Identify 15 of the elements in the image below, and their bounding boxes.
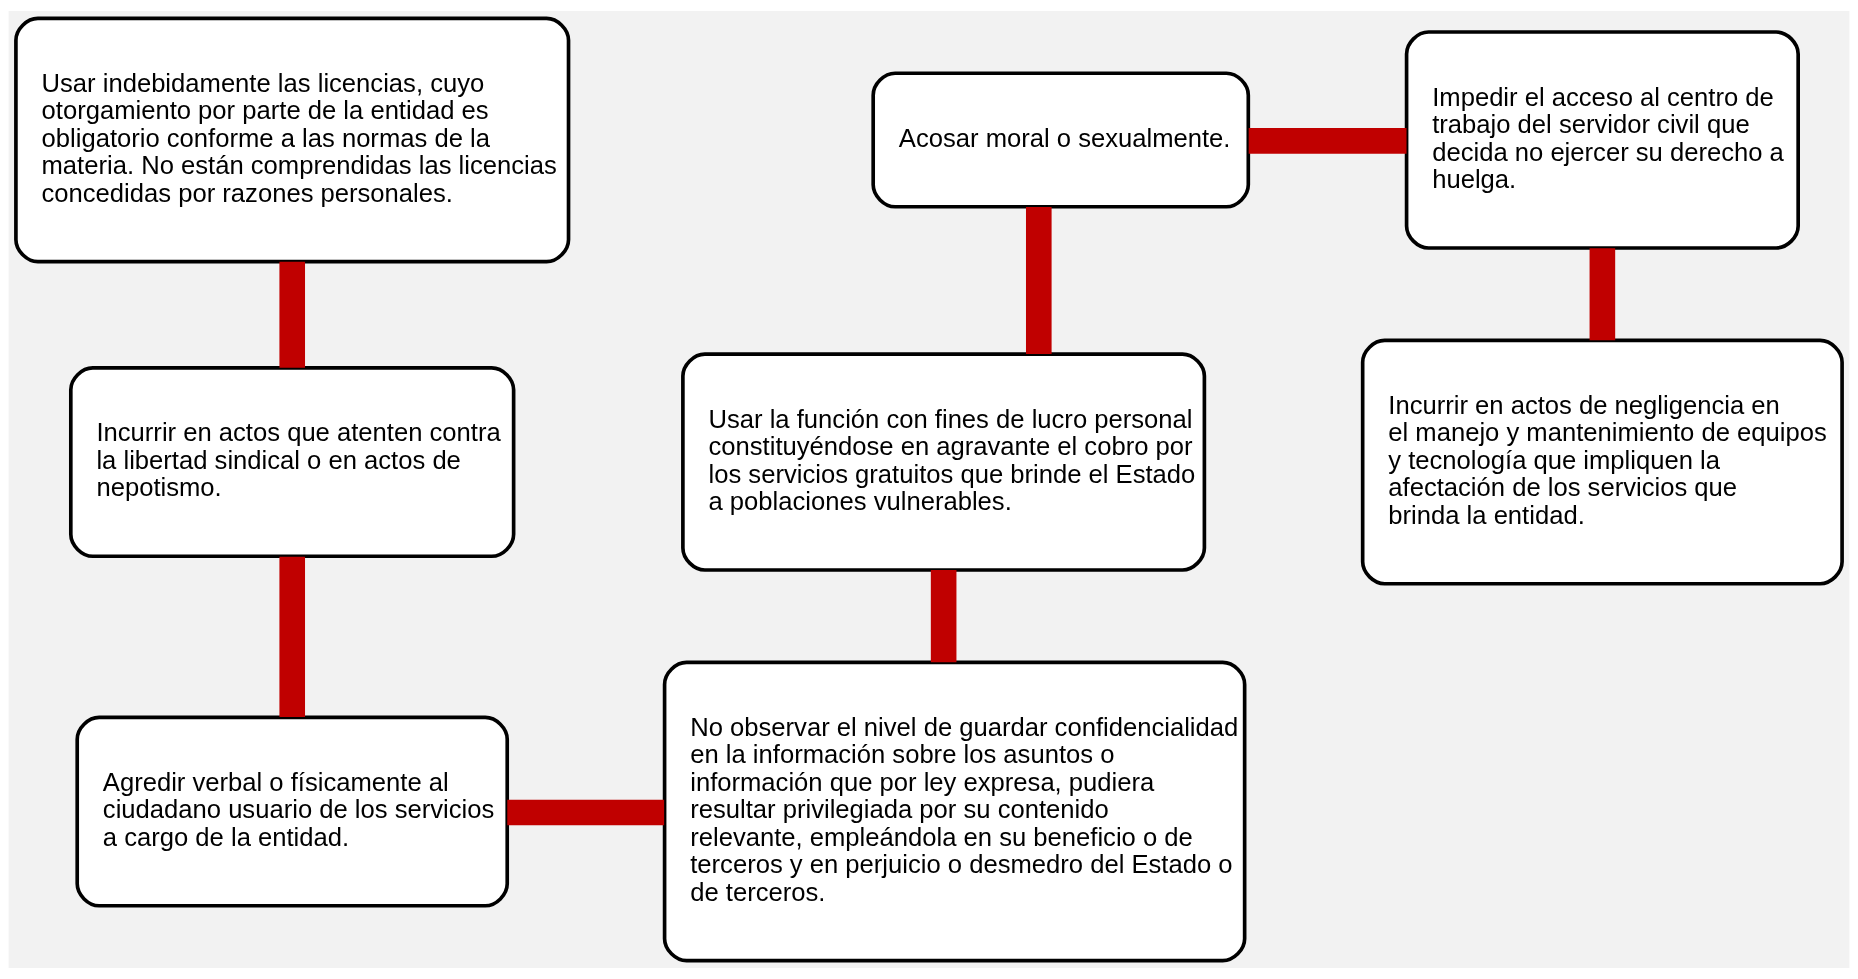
node-box: Impedir el acceso al centro de trabajo del servidor civil que decida no ejercer su derecho a huelga. xyxy=(1404,30,1800,250)
connector xyxy=(1589,248,1616,341)
connector xyxy=(279,556,306,717)
node-box: Incurrir en actos que atenten contra la libertad sindical o en actos de nepotismo. xyxy=(69,366,516,559)
node-box: No observar el nivel de guardar confidencialidad en la información sobre los asuntos o información que por ley expresa, pudiera resultar privilegiada por su contenido relevante, empleándola en su beneficio o de terceros y en perjuicio o desmedro del Estado o de terceros. xyxy=(662,660,1247,963)
node-box: Usar indebidamente las licencias, cuyo otorgamiento por parte de la entidad es obligatorio conforme a las normas de la materia. No están comprendidas las licencias concedidas por razones personales. xyxy=(14,16,571,264)
node-box: Agredir verbal o físicamente al ciudadano usuario de los servicios a cargo de la entidad. xyxy=(75,715,510,908)
node-box: Usar la función con fines de lucro personal constituyéndose en agravante el cobro por los servicios gratuitos que brinde el Estado a poblaciones vulnerables. xyxy=(681,352,1207,572)
node-box: Acosar moral o sexualmente. xyxy=(871,71,1251,209)
connector xyxy=(1026,207,1052,354)
connector xyxy=(279,261,306,368)
node-box: Incurrir en actos de negligencia en el manejo y mantenimiento de equipos y tecnología que impliquen la afectación de los servicios que brinda la entidad. xyxy=(1360,338,1844,586)
connector xyxy=(507,799,665,826)
connector xyxy=(930,570,957,663)
connector xyxy=(1248,128,1407,154)
